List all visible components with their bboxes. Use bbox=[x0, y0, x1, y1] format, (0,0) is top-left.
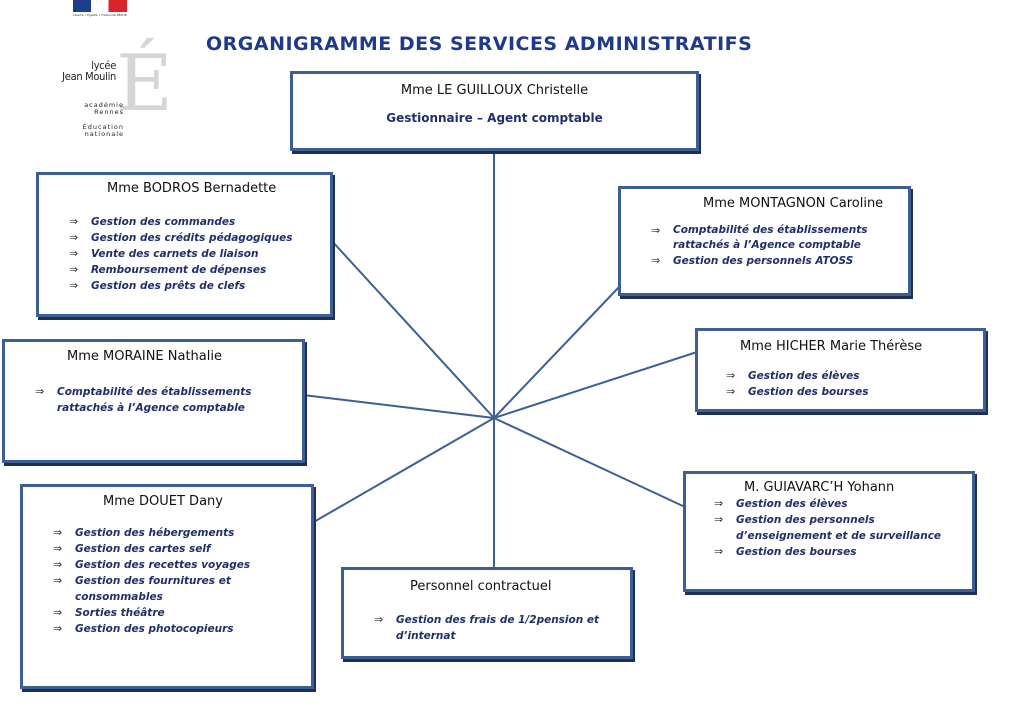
list-item: ⇒Comptabilité des établissements rattach… bbox=[35, 385, 252, 414]
arrow-icon: ⇒ bbox=[726, 369, 736, 382]
arrow-icon: ⇒ bbox=[714, 497, 724, 510]
arrow-icon: ⇒ bbox=[53, 574, 63, 587]
box-guiavarch-list: ⇒Gestion des élèves ⇒Gestion des personn… bbox=[714, 496, 972, 560]
arrow-icon: ⇒ bbox=[714, 513, 724, 526]
list-item: ⇒Gestion des fournitures et consommables bbox=[53, 574, 231, 603]
list-item: ⇒Gestion des photocopieurs bbox=[53, 622, 234, 635]
box-montagnon-name: Mme MONTAGNON Caroline bbox=[703, 196, 884, 211]
list-item: ⇒Comptabilité des établissements rattach… bbox=[651, 224, 868, 251]
box-bodros-list: ⇒Gestion des commandes ⇒Gestion des créd… bbox=[69, 214, 330, 294]
list-item: ⇒Gestion des commandes bbox=[69, 215, 236, 228]
arrow-icon: ⇒ bbox=[374, 613, 384, 626]
box-bodros-name: Mme BODROS Bernadette bbox=[107, 181, 277, 196]
box-guiavarch-name: M. GUIAVARC’H Yohann bbox=[744, 480, 895, 495]
arrow-icon: ⇒ bbox=[69, 231, 79, 244]
box-contractuel-name: Personnel contractuel bbox=[410, 579, 552, 594]
arrow-icon: ⇒ bbox=[651, 224, 661, 237]
arrow-icon: ⇒ bbox=[53, 526, 63, 539]
box-douet: Mme DOUET Dany ⇒Gestion des hébergements… bbox=[20, 484, 314, 689]
connector-guiavarch bbox=[493, 417, 686, 508]
arrow-icon: ⇒ bbox=[53, 558, 63, 571]
connector-moraine bbox=[302, 394, 495, 419]
lycee-jean-moulin-logo: É lycée Jean Moulin académie Rennes Éduc… bbox=[58, 44, 173, 154]
box-moraine-list: ⇒Comptabilité des établissements rattach… bbox=[35, 384, 302, 416]
tricolor-flag-icon bbox=[73, 0, 127, 12]
list-item: ⇒Sorties théâtre bbox=[53, 606, 165, 619]
box-gestionnaire-name: Mme LE GUILLOUX Christelle bbox=[400, 83, 589, 98]
box-guiavarch: M. GUIAVARC’H Yohann ⇒Gestion des élèves… bbox=[683, 471, 975, 592]
box-hicher: Mme HICHER Marie Thérèse ⇒Gestion des él… bbox=[695, 328, 986, 412]
arrow-icon: ⇒ bbox=[69, 215, 79, 228]
box-montagnon: Mme MONTAGNON Caroline ⇒Comptabilité des… bbox=[618, 186, 911, 296]
page-title: ORGANIGRAMME DES SERVICES ADMINISTRATIFS bbox=[206, 33, 753, 55]
lycee-logo-letter: É bbox=[116, 39, 173, 129]
box-hicher-name: Mme HICHER Marie Thérèse bbox=[740, 339, 923, 354]
arrow-icon: ⇒ bbox=[53, 606, 63, 619]
arrow-icon: ⇒ bbox=[35, 385, 45, 398]
list-item: ⇒Gestion des élèves bbox=[726, 369, 860, 382]
arrow-icon: ⇒ bbox=[726, 385, 736, 398]
box-gestionnaire-role: Gestionnaire – Agent comptable bbox=[386, 111, 603, 125]
lycee-name: lycée Jean Moulin bbox=[62, 59, 116, 83]
academie-label: académie Rennes bbox=[84, 101, 124, 116]
arrow-icon: ⇒ bbox=[53, 622, 63, 635]
box-contractuel: Personnel contractuel ⇒Gestion des frais… bbox=[341, 567, 633, 659]
list-item: ⇒Gestion des hébergements bbox=[53, 526, 235, 539]
arrow-icon: ⇒ bbox=[53, 542, 63, 555]
connector-douet bbox=[311, 417, 495, 524]
rf-logo-text: Liberté • Égalité • Fraternité RÉPUBLIQU… bbox=[73, 13, 127, 17]
list-item: ⇒Gestion des frais de 1/2pension et d’in… bbox=[374, 613, 600, 642]
list-item: ⇒Gestion des personnels ATOSS bbox=[651, 254, 854, 267]
box-gestionnaire: Mme LE GUILLOUX Christelle Gestionnaire … bbox=[290, 71, 699, 151]
box-douet-name: Mme DOUET Dany bbox=[103, 494, 223, 509]
connector-bodros bbox=[330, 239, 495, 419]
list-item: ⇒Remboursement de dépenses bbox=[69, 263, 267, 276]
connector-hicher bbox=[493, 351, 698, 419]
list-item: ⇒Gestion des bourses bbox=[726, 385, 869, 398]
list-item: ⇒Vente des carnets de liaison bbox=[69, 247, 259, 260]
republique-francaise-logo: Liberté • Égalité • Fraternité RÉPUBLIQU… bbox=[73, 0, 127, 22]
education-label: Éducation nationale bbox=[82, 123, 124, 138]
box-douet-list: ⇒Gestion des hébergements ⇒Gestion des c… bbox=[53, 525, 311, 637]
list-item: ⇒Gestion des prêts de clefs bbox=[69, 279, 246, 292]
connector-montagnon bbox=[493, 285, 621, 419]
list-item: ⇒Gestion des bourses bbox=[714, 545, 857, 558]
box-montagnon-list: ⇒Comptabilité des établissements rattach… bbox=[651, 223, 908, 269]
arrow-icon: ⇒ bbox=[714, 545, 724, 558]
list-item: ⇒Gestion des crédits pédagogiques bbox=[69, 231, 293, 244]
arrow-icon: ⇒ bbox=[69, 279, 79, 292]
list-item: ⇒Gestion des cartes self bbox=[53, 542, 211, 555]
arrow-icon: ⇒ bbox=[69, 263, 79, 276]
box-moraine-name: Mme MORAINE Nathalie bbox=[67, 349, 222, 364]
arrow-icon: ⇒ bbox=[69, 247, 79, 260]
box-bodros: Mme BODROS Bernadette ⇒Gestion des comma… bbox=[36, 172, 333, 317]
box-contractuel-list: ⇒Gestion des frais de 1/2pension et d’in… bbox=[374, 612, 630, 644]
list-item: ⇒Gestion des personnels d’enseignement e… bbox=[714, 513, 942, 542]
list-item: ⇒Gestion des élèves bbox=[714, 497, 848, 510]
box-moraine: Mme MORAINE Nathalie ⇒Comptabilité des é… bbox=[2, 339, 305, 463]
box-hicher-list: ⇒Gestion des élèves ⇒Gestion des bourses bbox=[726, 368, 983, 400]
arrow-icon: ⇒ bbox=[651, 254, 661, 267]
list-item: ⇒Gestion des recettes voyages bbox=[53, 558, 251, 571]
